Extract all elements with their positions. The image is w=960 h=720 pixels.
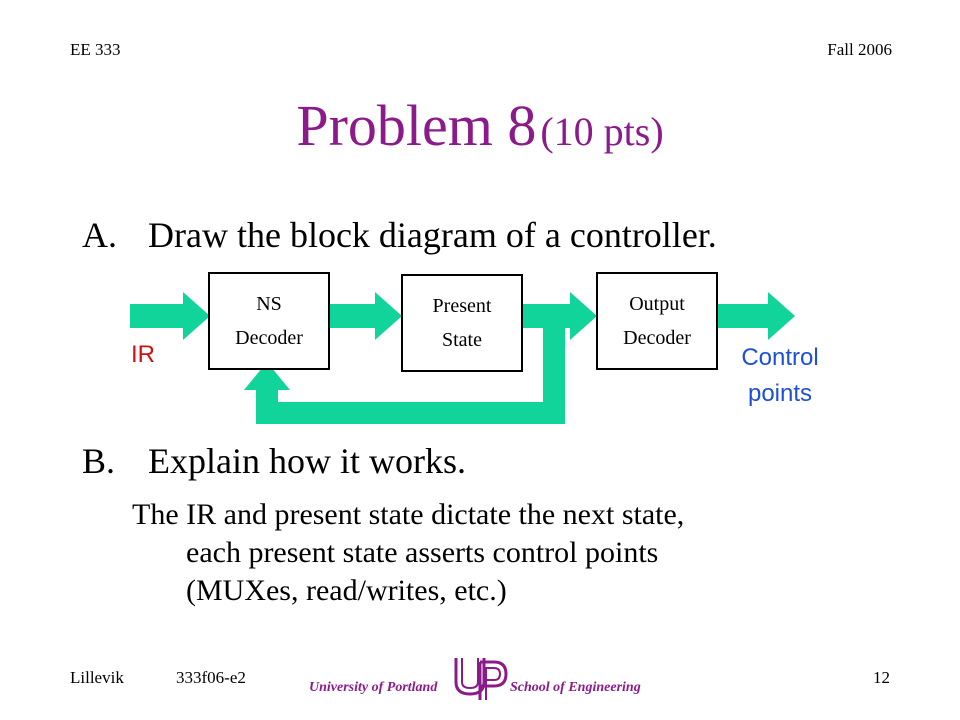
- output-decoder-block: Output Decoder: [596, 272, 718, 370]
- course-label: EE 333: [70, 40, 121, 59]
- feedback-horizontal: [256, 402, 565, 424]
- item-b-text: Explain how it works.: [148, 441, 466, 481]
- university-logo: [450, 652, 510, 702]
- ns-decoder-block: NS Decoder: [208, 272, 330, 370]
- controller-block-diagram: [130, 292, 795, 424]
- present-state-line1: Present: [432, 295, 492, 317]
- feedback-vertical-right: [543, 304, 565, 424]
- slide-title: Problem 8 (10 pts): [0, 92, 960, 159]
- doc-id-label: 333f06-e2: [176, 668, 246, 687]
- control-points-label: Control points: [724, 340, 836, 412]
- item-a-letter: A.: [82, 215, 117, 255]
- school-label: School of Engineering: [510, 680, 641, 695]
- present-state-block: Present State: [401, 274, 523, 372]
- ir-label: IR: [131, 341, 155, 368]
- term-label: Fall 2006: [827, 40, 892, 59]
- feedback-vertical-left: [256, 390, 278, 424]
- ns-to-state-arrow: [328, 292, 402, 340]
- ir-input-arrow: [130, 292, 210, 340]
- output-decoder-line2: Decoder: [623, 327, 691, 349]
- answer-line-3: (MUXes, read/writes, etc.): [186, 574, 507, 607]
- item-b-letter: B.: [82, 441, 116, 481]
- answer-line-1: The IR and present state dictate the nex…: [132, 498, 685, 531]
- output-decoder-line1: Output: [629, 293, 685, 315]
- title-points: (10 pts): [540, 109, 664, 154]
- ns-decoder-line1: NS: [256, 293, 282, 315]
- answer-line-2: each present state asserts control point…: [186, 536, 659, 569]
- control-points-line2: points: [747, 380, 813, 407]
- up-logo-icon: [454, 658, 508, 700]
- page-number: 12: [873, 668, 890, 687]
- item-a-text: Draw the block diagram of a controller.: [148, 215, 717, 255]
- present-state-line2: State: [442, 329, 482, 351]
- item-a: A. Draw the block diagram of a controller…: [82, 214, 717, 256]
- university-label: University of Portland: [309, 680, 438, 695]
- feedback-arrowhead: [244, 362, 290, 390]
- title-main: Problem 8: [296, 93, 537, 158]
- item-b: B. Explain how it works.: [82, 440, 466, 482]
- control-points-line1: Control: [741, 344, 819, 371]
- ns-decoder-line2: Decoder: [235, 327, 303, 349]
- control-output-arrow: [717, 292, 795, 340]
- author-label: Lillevik: [70, 668, 124, 687]
